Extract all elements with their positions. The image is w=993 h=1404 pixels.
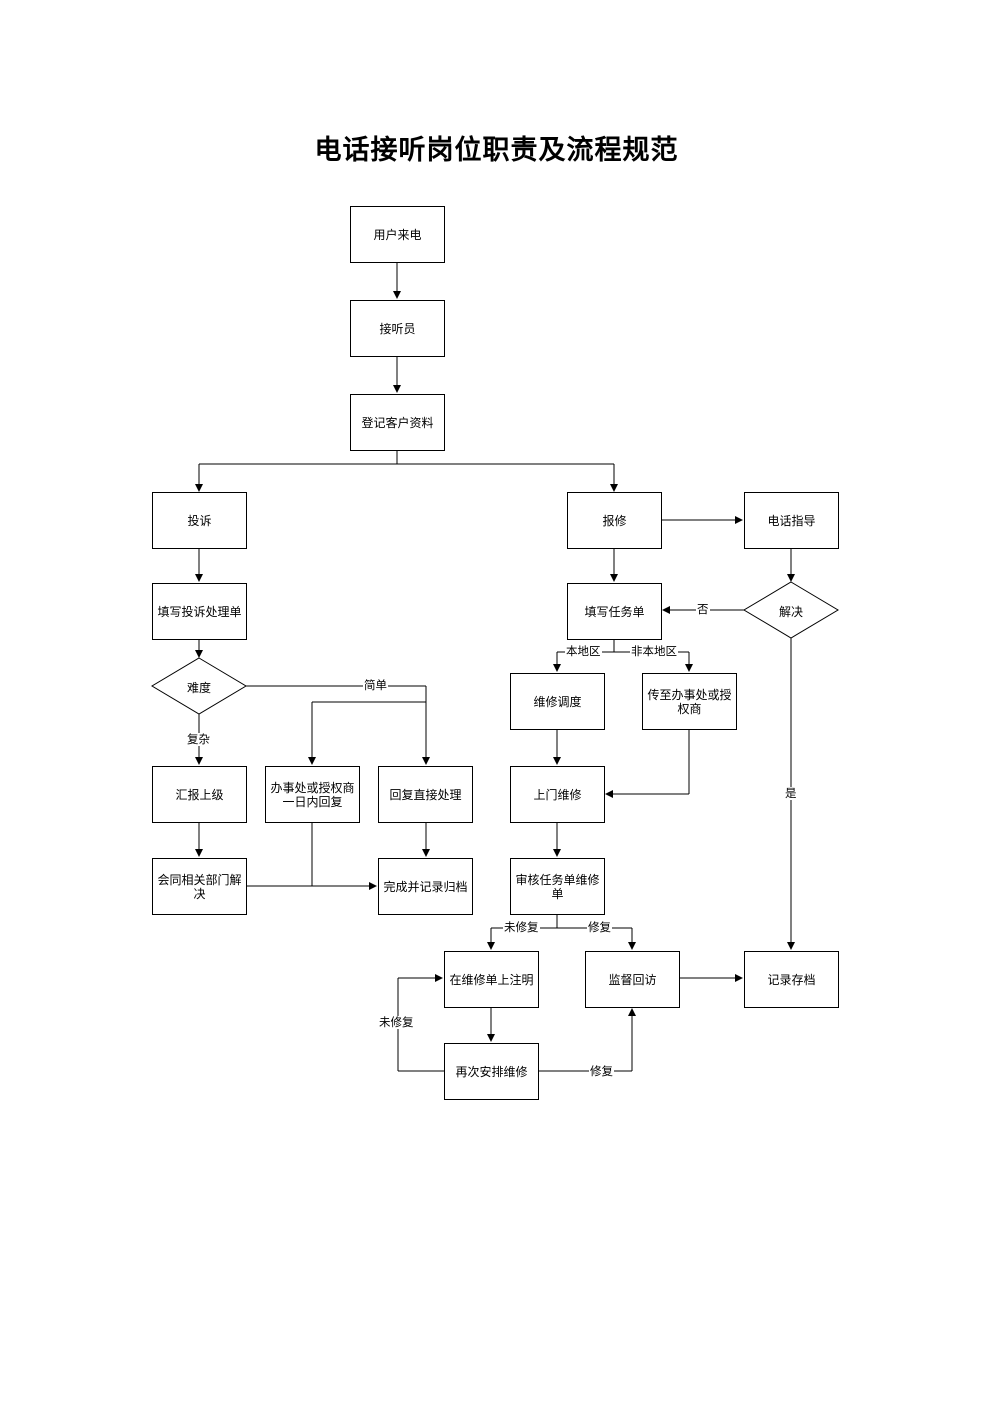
note-on-form-box: 在维修单上注明 <box>444 951 539 1008</box>
operator-box: 接听员 <box>350 300 445 357</box>
nonlocal-edge-label: 非本地区 <box>630 644 678 658</box>
local-edge-label: 本地区 <box>565 644 602 658</box>
simple-edge-label: 简单 <box>363 678 388 692</box>
record-archive-box: 记录存档 <box>744 951 839 1008</box>
complaint-form-box: 填写投诉处理单 <box>152 583 247 640</box>
office-reply-box: 办事处或授权商一日内回复 <box>265 766 360 823</box>
user-call-box: 用户来电 <box>350 206 445 263</box>
direct-reply-box: 回复直接处理 <box>378 766 473 823</box>
complete-archive-box: 完成并记录归档 <box>378 858 473 915</box>
difficulty-diamond <box>151 657 247 715</box>
repaired-edge-label: 修复 <box>587 920 612 934</box>
resolved-label: 解决 <box>778 605 803 619</box>
complaint-box: 投诉 <box>152 492 247 549</box>
phone-guide-box: 电话指导 <box>744 492 839 549</box>
page-title: 电话接听岗位职责及流程规范 <box>314 135 679 166</box>
complex-edge-label: 复杂 <box>186 732 211 746</box>
no-edge-label: 否 <box>696 602 710 616</box>
rearrange-repair-box: 再次安排维修 <box>444 1043 539 1100</box>
repair-box: 报修 <box>567 492 662 549</box>
yes-edge-label: 是 <box>784 786 798 800</box>
onsite-repair-box: 上门维修 <box>510 766 605 823</box>
not-repaired-edge-label: 未修复 <box>503 920 540 934</box>
review-task-box: 审核任务单维修单 <box>510 858 605 915</box>
repair-dispatch-box: 维修调度 <box>510 673 605 730</box>
forward-office-box: 传至办事处或授权商 <box>642 673 737 730</box>
supervise-visit-box: 监督回访 <box>585 951 680 1008</box>
joint-resolve-box: 会同相关部门解决 <box>152 858 247 915</box>
resolved-diamond <box>743 581 839 639</box>
difficulty-label: 难度 <box>186 681 211 695</box>
register-customer-box: 登记客户资料 <box>350 394 445 451</box>
report-superior-box: 汇报上级 <box>152 766 247 823</box>
repaired-loop-label: 修复 <box>589 1064 614 1078</box>
not-repaired-loop-label: 未修复 <box>378 1015 415 1029</box>
task-form-box: 填写任务单 <box>567 583 662 640</box>
